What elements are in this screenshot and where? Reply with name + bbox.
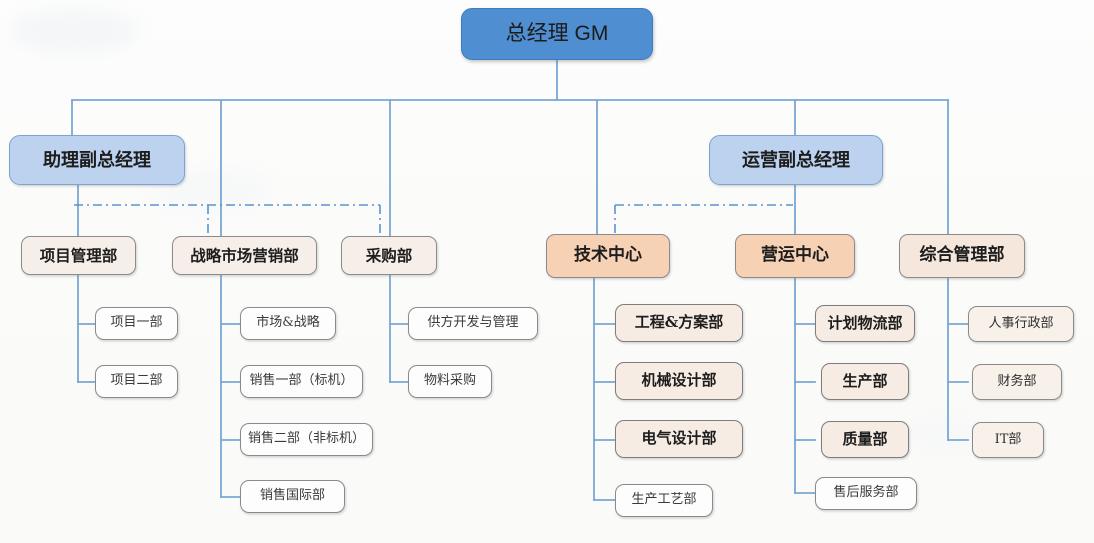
leaf-label: 人事行政部 xyxy=(988,315,1054,331)
paper-texture-blotch xyxy=(10,8,140,54)
node-marketing-dept-label: 战略市场营销部 xyxy=(190,245,299,265)
list-item[interactable]: 机械设计部 xyxy=(615,362,743,400)
list-item[interactable]: 市场&战略 xyxy=(240,307,336,340)
node-vp-assistant[interactable]: 助理副总经理 xyxy=(9,135,185,185)
node-ops-center[interactable]: 营运中心 xyxy=(735,234,855,278)
node-vp-assistant-label: 助理副总经理 xyxy=(43,149,151,170)
node-vp-operations[interactable]: 运营副总经理 xyxy=(709,135,883,185)
leaf-label: 销售二部（非标机） xyxy=(247,431,365,447)
list-item[interactable]: 生产工艺部 xyxy=(615,484,713,517)
list-item[interactable]: 电气设计部 xyxy=(615,420,743,458)
list-item[interactable]: 供方开发与管理 xyxy=(408,307,538,340)
node-tech-center[interactable]: 技术中心 xyxy=(546,234,670,278)
leaf-label: IT部 xyxy=(994,431,1022,447)
leaf-label: 电气设计部 xyxy=(641,429,717,448)
list-item[interactable]: 财务部 xyxy=(972,364,1062,400)
list-item[interactable]: 销售二部（非标机） xyxy=(240,423,373,456)
leaf-label: 项目一部 xyxy=(110,315,163,331)
list-item[interactable]: 销售一部（标机） xyxy=(240,365,363,398)
list-item[interactable]: 销售国际部 xyxy=(240,480,345,513)
leaf-label: 售后服务部 xyxy=(833,485,899,501)
node-project-management-dept-label: 项目管理部 xyxy=(39,245,118,265)
leaf-label: 物料采购 xyxy=(423,373,476,389)
node-vp-operations-label: 运营副总经理 xyxy=(742,149,850,170)
list-item[interactable]: 生产部 xyxy=(821,363,909,400)
leaf-label: 质量部 xyxy=(842,429,888,448)
node-ops-center-label: 营运中心 xyxy=(761,245,829,266)
node-gm-label: 总经理 GM xyxy=(505,21,609,45)
leaf-label: 生产部 xyxy=(842,371,888,390)
node-gm[interactable]: 总经理 GM xyxy=(461,8,653,60)
leaf-label: 生产工艺部 xyxy=(631,492,697,508)
list-item[interactable]: 工程&方案部 xyxy=(615,304,743,342)
list-item[interactable]: 项目二部 xyxy=(95,365,178,398)
list-item[interactable]: 质量部 xyxy=(821,421,909,458)
list-item[interactable]: 项目一部 xyxy=(95,307,178,340)
leaf-label: 销售一部（标机） xyxy=(249,373,354,389)
node-admin-dept[interactable]: 综合管理部 xyxy=(899,234,1025,278)
leaf-label: 市场&战略 xyxy=(256,315,320,331)
list-item[interactable]: 人事行政部 xyxy=(968,306,1074,342)
list-item[interactable]: 计划物流部 xyxy=(815,305,915,342)
node-admin-dept-label: 综合管理部 xyxy=(919,245,1005,266)
node-tech-center-label: 技术中心 xyxy=(574,245,642,266)
leaf-label: 工程&方案部 xyxy=(634,313,724,332)
leaf-label: 财务部 xyxy=(997,373,1037,389)
list-item[interactable]: 售后服务部 xyxy=(815,477,917,510)
leaf-label: 销售国际部 xyxy=(259,488,325,504)
node-marketing-dept[interactable]: 战略市场营销部 xyxy=(172,236,317,275)
leaf-label: 供方开发与管理 xyxy=(427,315,519,331)
leaf-label: 机械设计部 xyxy=(641,371,717,390)
node-project-management-dept[interactable]: 项目管理部 xyxy=(21,236,136,275)
node-purchasing-dept[interactable]: 采购部 xyxy=(341,236,437,275)
list-item[interactable]: 物料采购 xyxy=(408,365,492,398)
leaf-label: 计划物流部 xyxy=(827,313,903,332)
leaf-label: 项目二部 xyxy=(110,373,163,389)
node-purchasing-dept-label: 采购部 xyxy=(365,245,413,265)
list-item[interactable]: IT部 xyxy=(972,422,1044,458)
